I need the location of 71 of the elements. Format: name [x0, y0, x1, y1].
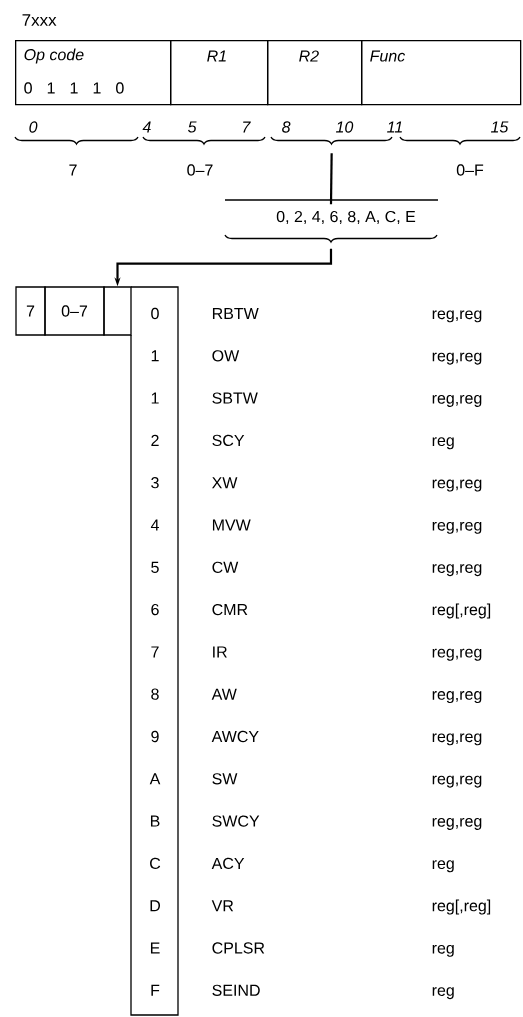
operand-list: reg[,reg]: [432, 603, 491, 619]
bit-number: 0: [29, 121, 38, 133]
function-code: 1: [151, 350, 159, 362]
mnemonic: VR: [211, 900, 234, 912]
operand-list: reg: [432, 944, 454, 957]
mnemonic: RBTW: [212, 308, 259, 319]
mnemonic: CPLSR: [212, 942, 265, 954]
field-box: Op code 0 1 1 1 0: [15, 40, 172, 106]
operand-list: reg,reg: [432, 310, 482, 323]
operand-list: reg,reg: [432, 564, 482, 577]
mnemonic: MVW: [212, 519, 251, 531]
mnemonic: SEIND: [212, 984, 260, 996]
mnemonic: OW: [212, 350, 240, 362]
function-code: 0: [151, 307, 159, 320]
value-list: 0, 2, 4, 6, 8, A, C, E: [276, 210, 416, 225]
function-code: B: [150, 815, 160, 827]
function-code: 7: [151, 646, 159, 658]
function-code: 9: [151, 730, 159, 743]
operand-list: reg,reg: [432, 775, 482, 788]
operand-list: reg[,reg]: [432, 899, 491, 915]
function-code: 5: [151, 561, 159, 573]
function-code: 3: [151, 477, 159, 489]
function-code: 4: [150, 519, 159, 531]
function-code: 2: [151, 434, 159, 446]
table-cell: 7: [15, 286, 46, 336]
bit-number: 4: [142, 121, 151, 133]
function-code: F: [151, 984, 160, 996]
mnemonic: CMR: [212, 603, 248, 616]
operand-list: reg,reg: [432, 521, 482, 534]
operand-list: reg,reg: [432, 691, 482, 704]
table-cell: 0–7: [44, 286, 105, 336]
field-value: 0–7: [187, 164, 213, 176]
function-code: E: [150, 942, 160, 954]
function-code: 6: [151, 603, 159, 616]
mnemonic: IR: [213, 646, 227, 658]
title: 7xxx: [22, 14, 57, 26]
mnemonic: AW: [211, 688, 237, 700]
operand-list: reg,reg: [432, 648, 482, 661]
bit-number: 11: [387, 121, 402, 133]
function-code: 8: [151, 688, 159, 700]
table-cell: [103, 286, 132, 336]
mnemonic: CW: [212, 561, 239, 573]
bit-number: 10: [335, 121, 354, 133]
bit-number: 7: [243, 121, 251, 133]
bit-number: 15: [490, 121, 509, 133]
field-box: Func: [361, 40, 522, 106]
mnemonic: ACY: [211, 857, 245, 870]
field-box: R2: [267, 40, 363, 106]
bit-number: 5: [188, 121, 197, 133]
bit-number: 8: [282, 121, 291, 133]
operand-list: reg: [432, 860, 454, 873]
mnemonic: AWCY: [211, 730, 259, 743]
mnemonic: SWCY: [212, 815, 260, 827]
mnemonic: SCY: [212, 434, 245, 447]
mnemonic: SBTW: [212, 392, 258, 404]
operand-list: reg: [432, 437, 454, 450]
mnemonic: XW: [212, 477, 238, 489]
operand-list: reg,reg: [432, 479, 482, 492]
operand-list: reg,reg: [432, 733, 482, 746]
function-code: C: [150, 857, 161, 870]
field-value: 7: [69, 164, 77, 176]
function-code: 1: [151, 392, 159, 404]
operand-list: reg,reg: [432, 395, 482, 407]
field-value: 0–F: [456, 164, 484, 176]
operand-list: reg,reg: [432, 352, 482, 365]
function-code: D: [150, 900, 160, 912]
operand-list: reg,reg: [432, 818, 482, 830]
function-code: A: [149, 773, 161, 785]
field-box: R1: [170, 40, 269, 106]
operand-list: reg: [432, 987, 454, 1000]
mnemonic: SW: [212, 773, 238, 785]
